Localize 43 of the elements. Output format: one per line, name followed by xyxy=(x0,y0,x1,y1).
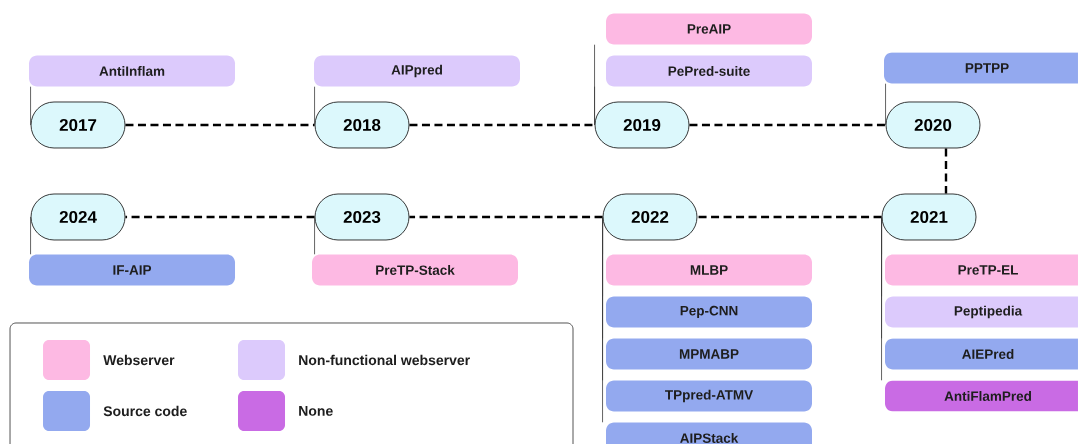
legend-label: None xyxy=(299,406,333,416)
year-pill: 2019 xyxy=(594,101,690,149)
timeline-connector xyxy=(409,123,595,127)
timeline-connector xyxy=(125,215,315,219)
year-pill: 2021 xyxy=(881,193,977,241)
year-pill: 2024 xyxy=(30,193,126,241)
tool-box: AntiFlamPred xyxy=(885,380,1078,412)
timeline-connector xyxy=(125,123,315,127)
year-pill: 2020 xyxy=(885,101,981,149)
connector-line xyxy=(30,86,31,126)
connector-line xyxy=(602,216,603,423)
tool-box: PreAIP xyxy=(606,13,812,45)
year-pill: 2023 xyxy=(314,193,410,241)
timeline-connector xyxy=(944,148,948,194)
legend-label: Source code xyxy=(103,405,187,417)
tool-box: PreTP-Stack xyxy=(312,254,518,286)
tool-box: PePred-suite xyxy=(606,55,812,87)
tool-box: AntiInflam xyxy=(29,55,235,87)
tool-box: MLBP xyxy=(606,254,812,286)
timeline-connector xyxy=(697,215,882,219)
connector-line xyxy=(881,216,882,381)
connector-line xyxy=(594,86,595,126)
legend-label: Non-functional webserver xyxy=(299,354,470,366)
tool-box: MPMABP xyxy=(606,338,812,370)
tool-box: Pep-CNN xyxy=(606,296,812,328)
tool-box: AIPpred xyxy=(314,55,520,87)
tool-box: IF-AIP xyxy=(29,254,235,286)
connector-line xyxy=(30,216,31,255)
tool-box: AIPStack xyxy=(606,422,812,444)
timeline-connector xyxy=(409,215,603,219)
tool-box: PPTPP xyxy=(884,52,1078,84)
year-pill: 2018 xyxy=(314,101,410,149)
timeline-connector xyxy=(689,123,886,127)
tool-box: AIEPred xyxy=(885,338,1078,370)
connector-line xyxy=(885,83,886,126)
connector-line xyxy=(314,216,315,255)
connector-line xyxy=(314,86,315,126)
year-pill: 2022 xyxy=(602,193,698,241)
tool-box: PreTP-EL xyxy=(885,254,1078,286)
legend-label: Webserver xyxy=(103,354,175,366)
tool-box: TPpred-ATMV xyxy=(606,380,812,412)
tool-box: Peptipedia xyxy=(885,296,1078,328)
year-pill: 2017 xyxy=(30,101,126,149)
